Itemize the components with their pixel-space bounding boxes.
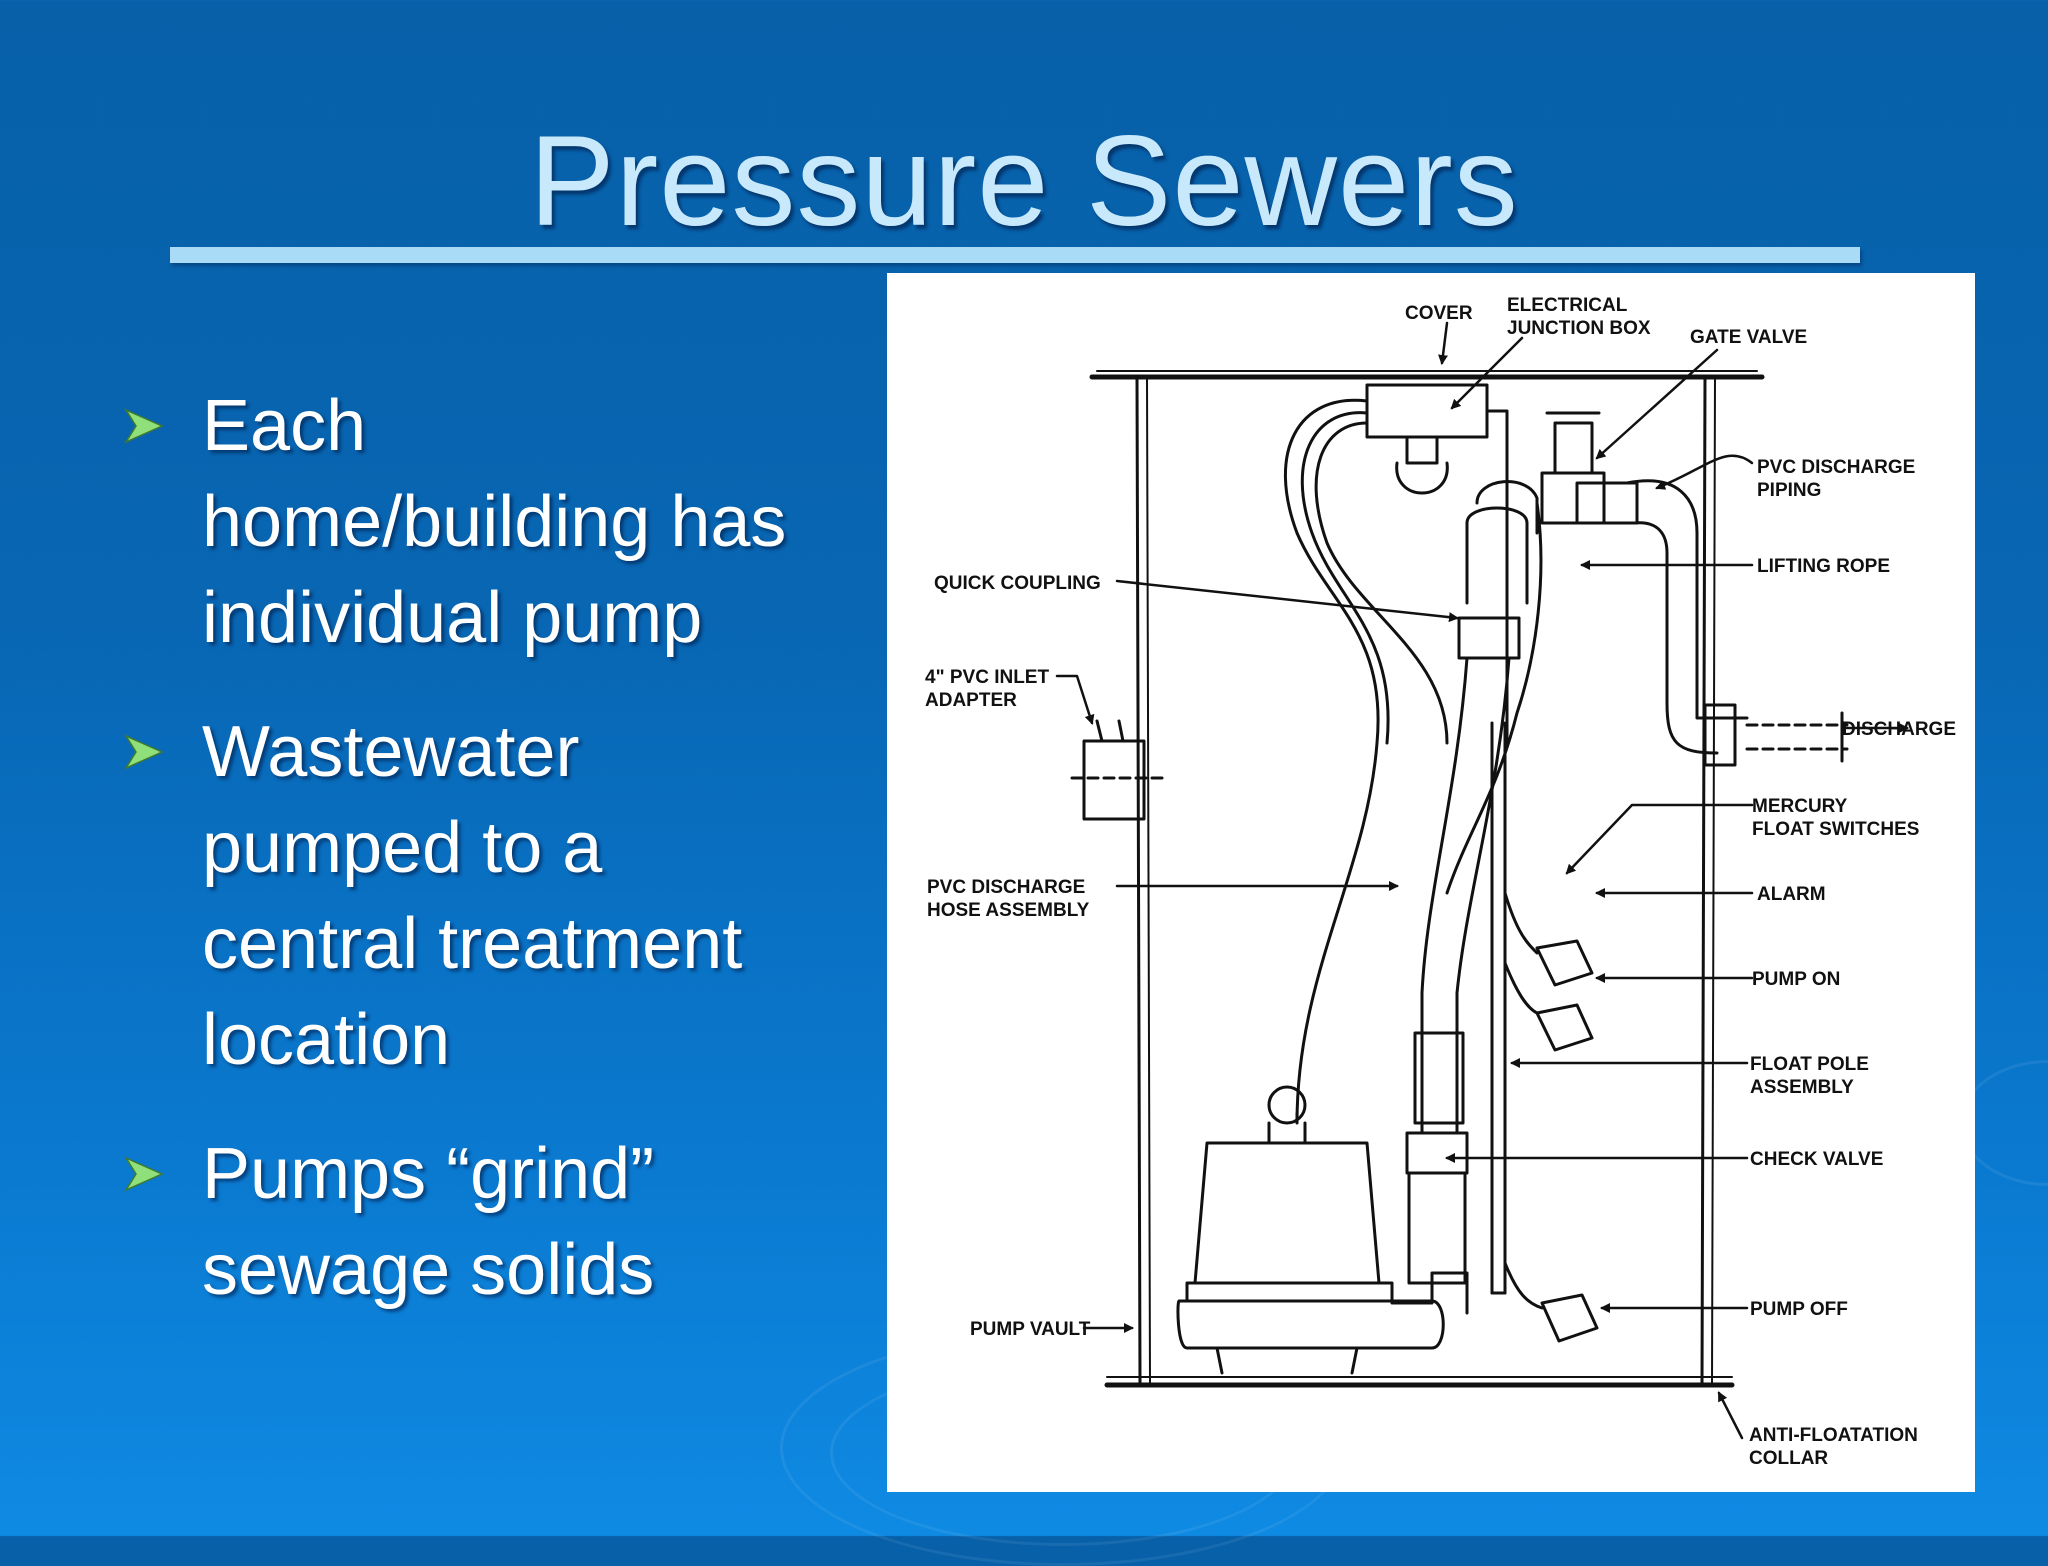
bullet-line: Pumps “grind” bbox=[202, 1134, 655, 1214]
inlet-adapter bbox=[1070, 719, 1164, 821]
junction-box bbox=[1365, 383, 1509, 745]
arrow-bullet-icon bbox=[124, 734, 164, 770]
bullet-line: individual pump bbox=[202, 578, 703, 658]
title-underline bbox=[170, 247, 1860, 263]
label-electrical: ELECTRICAL bbox=[1507, 295, 1628, 316]
bullet-line: central treatment bbox=[202, 904, 743, 984]
bullet-item: Pumps “grind” sewage solids bbox=[122, 1126, 862, 1318]
label-pump-off: PUMP OFF bbox=[1750, 1299, 1848, 1320]
label-float-pole: FLOAT POLE bbox=[1750, 1054, 1869, 1075]
discharge-hose bbox=[1405, 616, 1521, 1285]
label-float-switches: FLOAT SWITCHES bbox=[1752, 819, 1919, 840]
label-alarm: ALARM bbox=[1757, 884, 1826, 905]
label-pvc-inlet: 4" PVC INLET bbox=[925, 667, 1049, 688]
diagram-drawing: COVER ELECTRICAL JUNCTION BOX GATE VALVE… bbox=[925, 295, 1956, 1469]
float-pole bbox=[1490, 721, 1507, 1295]
callout-leaders bbox=[1055, 321, 1909, 1440]
label-anti-floatation: ANTI-FLOATATION bbox=[1749, 1425, 1918, 1446]
power-cables bbox=[1283, 398, 1449, 1125]
discharge-piping bbox=[1465, 411, 1849, 767]
bullet-line: pumped to a bbox=[202, 808, 603, 888]
label-mercury: MERCURY bbox=[1752, 796, 1848, 817]
label-adapter: ADAPTER bbox=[925, 690, 1017, 711]
label-float-pole-assembly: ASSEMBLY bbox=[1750, 1077, 1854, 1098]
slide-title: Pressure Sewers bbox=[529, 110, 1519, 253]
bullet-line: sewage solids bbox=[202, 1230, 655, 1310]
arrow-bullet-icon bbox=[124, 1156, 164, 1192]
label-lifting-rope: LIFTING ROPE bbox=[1757, 556, 1890, 577]
label-junction-box: JUNCTION BOX bbox=[1507, 318, 1651, 339]
float-switches bbox=[1503, 891, 1599, 1343]
grinder-pump bbox=[1176, 1085, 1469, 1375]
label-pvc-discharge: PVC DISCHARGE bbox=[1757, 457, 1915, 478]
label-pvc-discharge-hose: PVC DISCHARGE bbox=[927, 877, 1085, 898]
label-gate-valve: GATE VALVE bbox=[1690, 327, 1807, 348]
bullet-list: Each home/building has individual pump W… bbox=[122, 378, 862, 1356]
bullet-item: Wastewater pumped to a central treatment… bbox=[122, 704, 862, 1088]
label-quick-coupling: QUICK COUPLING bbox=[934, 573, 1101, 594]
label-cover: COVER bbox=[1405, 303, 1473, 324]
label-piping: PIPING bbox=[1757, 480, 1821, 501]
pump-vault-diagram: COVER ELECTRICAL JUNCTION BOX GATE VALVE… bbox=[887, 273, 1975, 1492]
bullet-line: location bbox=[202, 1000, 451, 1080]
label-pump-on: PUMP ON bbox=[1752, 969, 1840, 990]
label-discharge: DISCHARGE bbox=[1842, 719, 1956, 740]
bullet-item: Each home/building has individual pump bbox=[122, 378, 862, 666]
arrow-bullet-icon bbox=[124, 408, 164, 444]
label-check-valve: CHECK VALVE bbox=[1750, 1149, 1883, 1170]
label-collar: COLLAR bbox=[1749, 1448, 1828, 1469]
bullet-line: Each bbox=[202, 386, 367, 466]
bullet-line: home/building has bbox=[202, 482, 787, 562]
bullet-line: Wastewater bbox=[202, 712, 580, 792]
lifting-rope bbox=[1445, 501, 1543, 895]
vault-outline bbox=[1089, 370, 1765, 1388]
label-hose-assembly: HOSE ASSEMBLY bbox=[927, 900, 1090, 921]
label-pump-vault: PUMP VAULT bbox=[970, 1319, 1091, 1340]
diagram-labels: COVER ELECTRICAL JUNCTION BOX GATE VALVE… bbox=[925, 295, 1956, 1469]
